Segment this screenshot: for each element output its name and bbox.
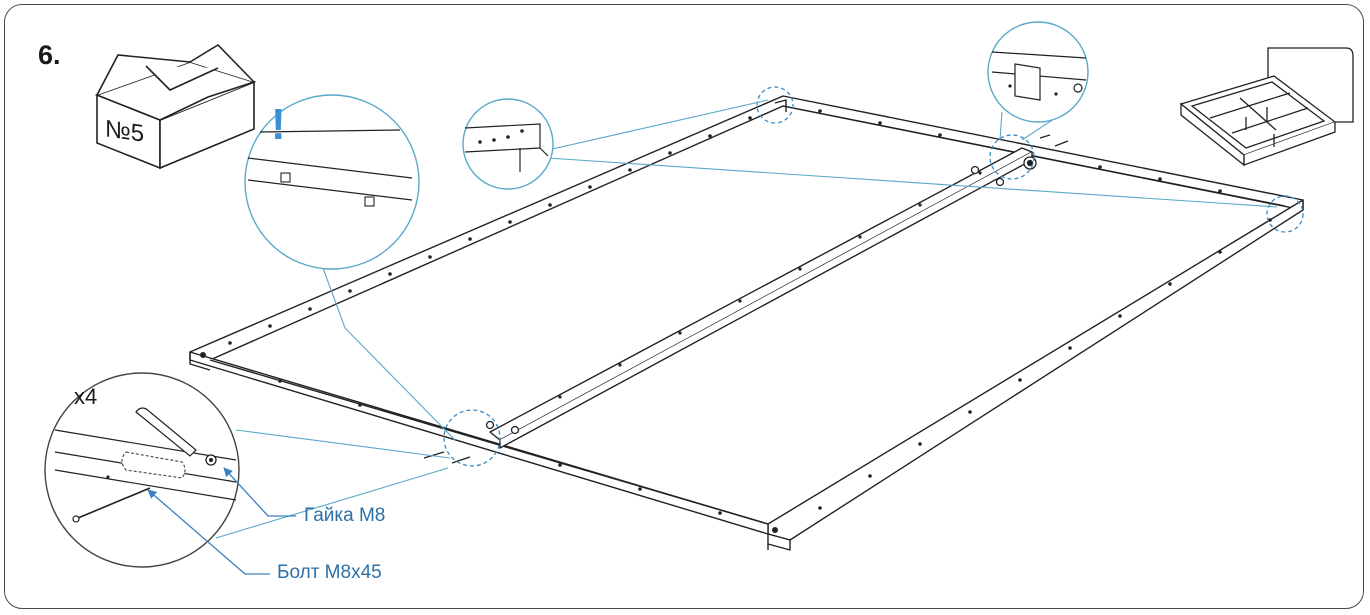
warning-mark: ! xyxy=(271,100,286,149)
bed-frame xyxy=(189,95,1304,551)
box-label: №5 xyxy=(105,115,145,148)
nut-callout: Гайка М8 xyxy=(304,505,386,526)
joint-markers xyxy=(443,86,1304,467)
guide-lines xyxy=(215,99,1278,539)
zoom-detail-corner xyxy=(462,98,554,190)
bed-thumbnail-icon xyxy=(1179,47,1354,167)
bolt-callout: Болт М8х45 xyxy=(277,562,382,583)
zoom-detail-hardware xyxy=(44,372,240,568)
callout-arrows xyxy=(147,467,296,575)
frame-holes xyxy=(200,109,1272,533)
quantity-label: x4 xyxy=(74,384,98,409)
joint-hardware xyxy=(423,134,1069,464)
box-icon xyxy=(94,43,257,170)
step-frame xyxy=(4,4,1364,609)
zoom-detail-beam-joint xyxy=(987,21,1089,123)
step-number: 6. xyxy=(38,40,61,70)
zoom-detail-holes xyxy=(244,94,420,270)
